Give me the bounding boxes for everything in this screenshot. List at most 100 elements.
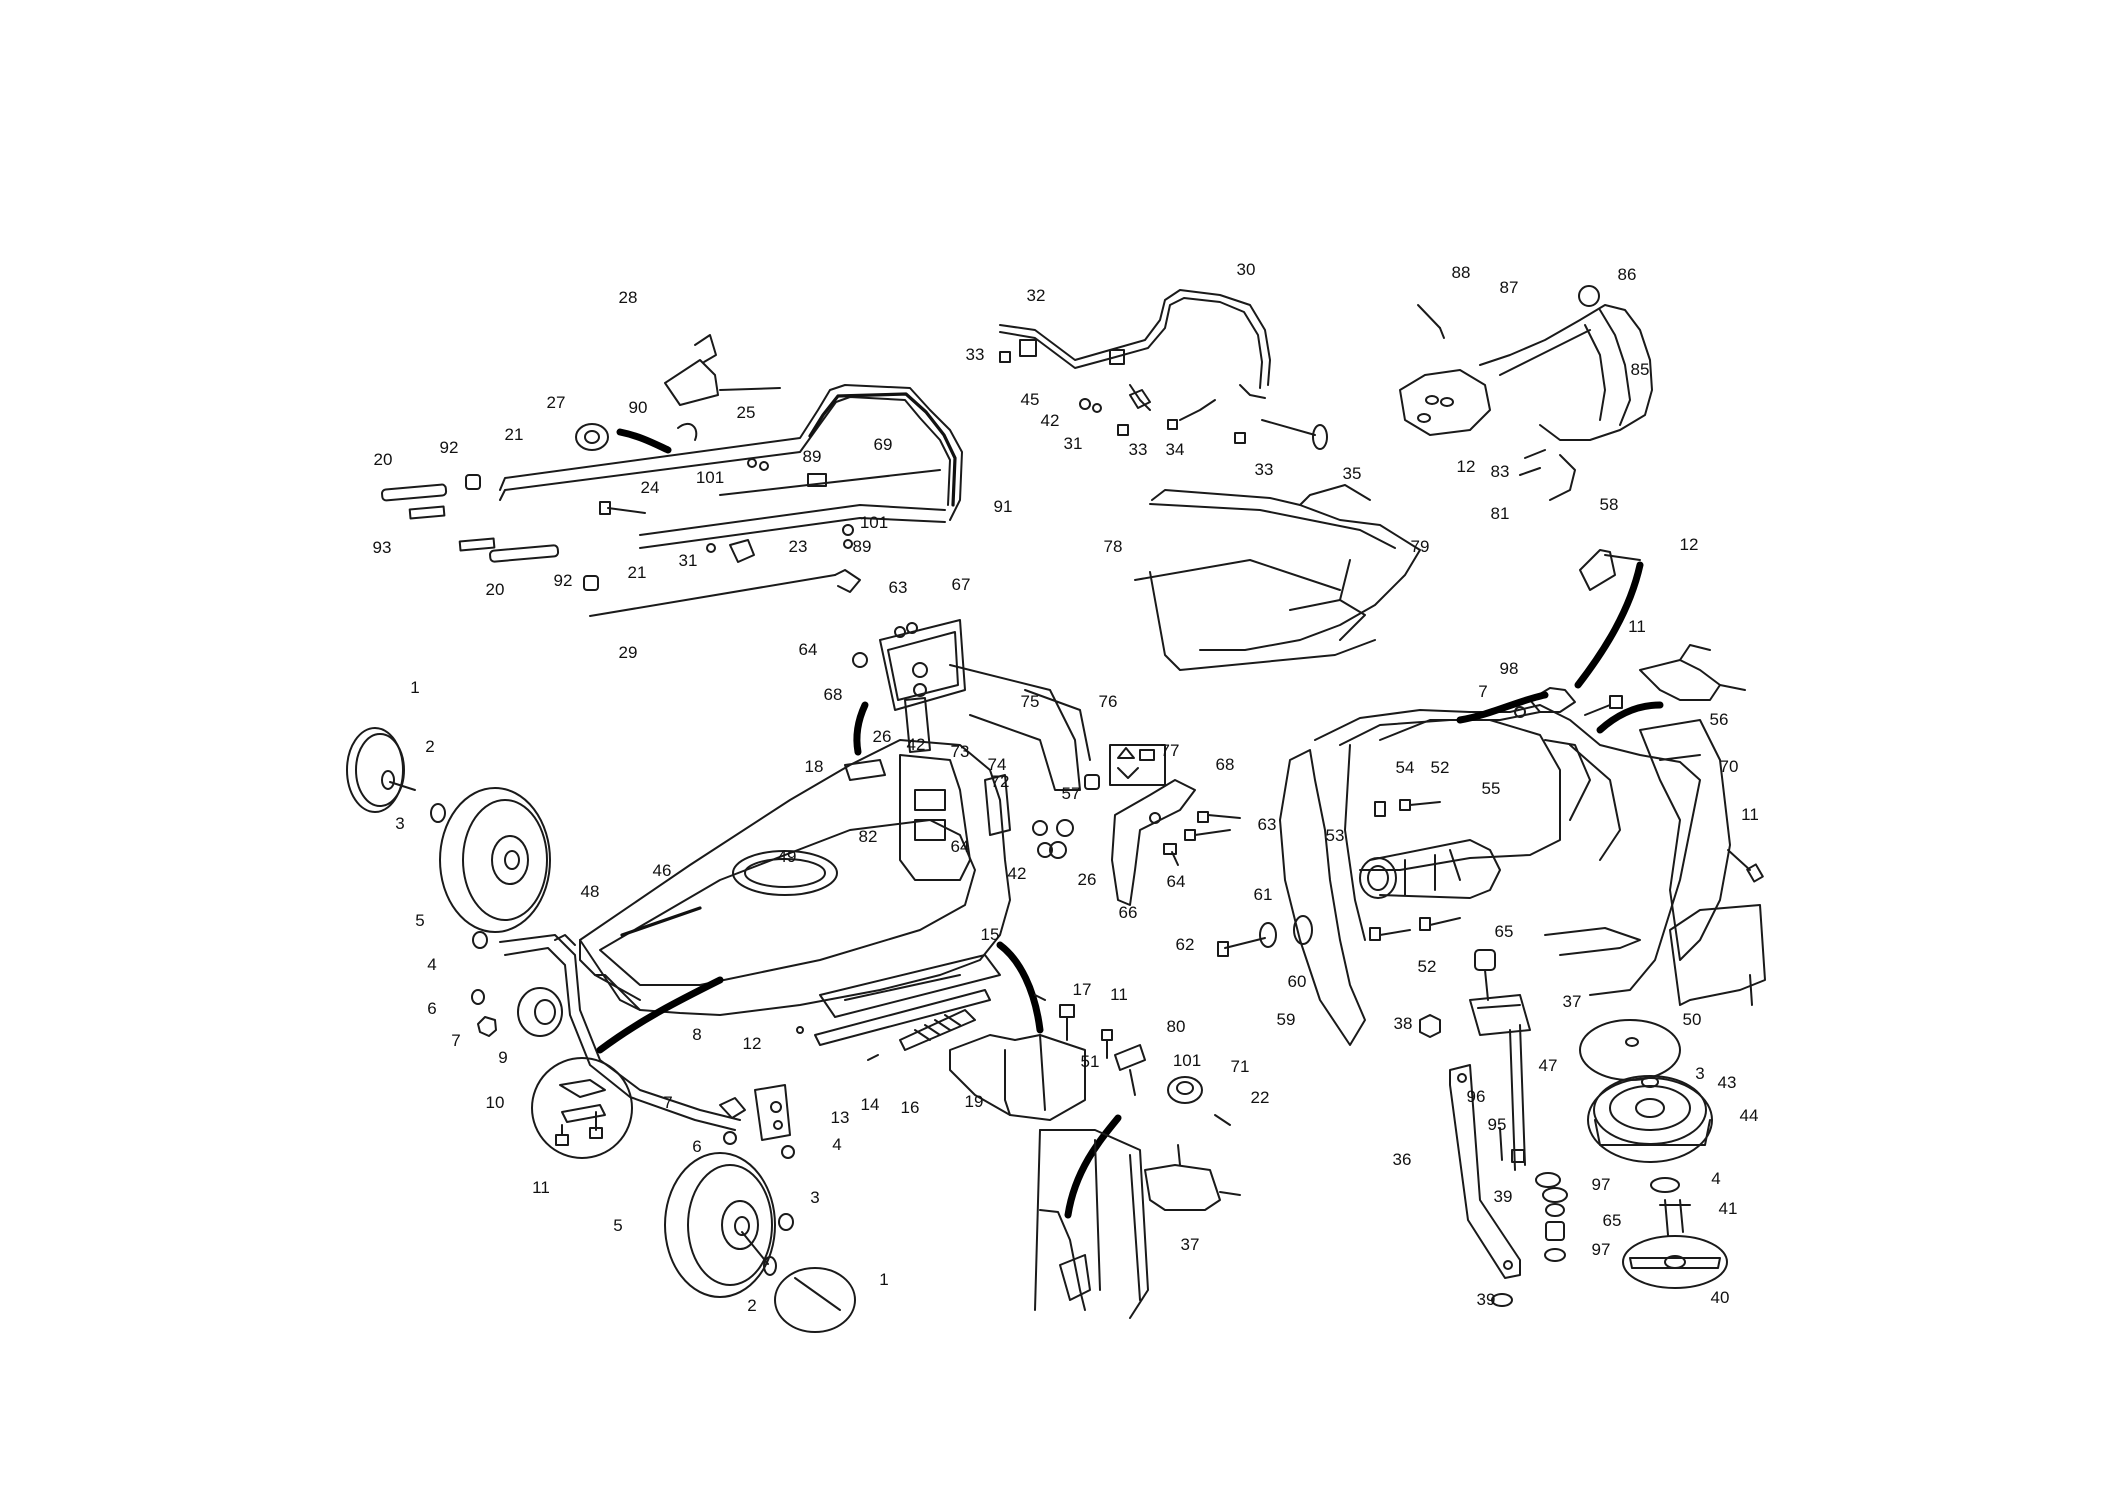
callout-label: 2 [747, 1296, 756, 1315]
callout-label: 96 [1467, 1087, 1486, 1106]
callout-label: 34 [1166, 440, 1185, 459]
callout-label: 52 [1418, 957, 1437, 976]
callout-label: 51 [1081, 1052, 1100, 1071]
callout-label: 20 [374, 450, 393, 469]
callout-label: 36 [1393, 1150, 1412, 1169]
callout-label: 12 [743, 1034, 762, 1053]
callout-label: 39 [1494, 1187, 1513, 1206]
callout-label: 60 [1288, 972, 1307, 991]
callout-label: 33 [966, 345, 985, 364]
callout-label: 68 [824, 685, 843, 704]
callout-label: 33 [1129, 440, 1148, 459]
callout-label: 77 [1161, 741, 1180, 760]
callout-label: 35 [1343, 464, 1362, 483]
mower-deck [579, 739, 1011, 1018]
callout-label: 4 [832, 1135, 841, 1154]
callout-label: 2 [425, 737, 434, 756]
callout-label: 81 [1491, 504, 1510, 523]
callout-label: 47 [1539, 1056, 1558, 1075]
handle-mount-bracket [852, 619, 1241, 906]
callout-label: 91 [994, 497, 1013, 516]
callout-label: 70 [1720, 757, 1739, 776]
callout-label: 11 [1110, 985, 1128, 1004]
callout-label: 73 [951, 742, 970, 761]
handle-assembly [381, 334, 963, 617]
callout-label: 57 [1062, 784, 1081, 803]
callout-label: 1 [410, 678, 419, 697]
callout-label: 101 [696, 468, 724, 487]
callout-label: 5 [415, 911, 424, 930]
callout-label: 8 [692, 1025, 701, 1044]
bail-assembly [999, 289, 1328, 450]
callout-label: 44 [1740, 1106, 1759, 1125]
callout-label: 21 [628, 563, 647, 582]
callout-label: 65 [1603, 1211, 1622, 1230]
callout-label: 87 [1500, 278, 1519, 297]
callout-label: 13 [831, 1108, 850, 1127]
callout-label: 17 [1073, 980, 1092, 999]
callout-label: 80 [1167, 1017, 1186, 1036]
callout-label: 20 [486, 580, 505, 599]
callout-label: 54 [1396, 758, 1415, 777]
callout-label: 11 [1628, 617, 1646, 636]
callout-label: 24 [641, 478, 660, 497]
callout-label: 33 [1255, 460, 1274, 479]
callout-label: 101 [860, 513, 888, 532]
callout-label: 7 [663, 1093, 672, 1112]
callout-label: 55 [1482, 779, 1501, 798]
callout-label: 50 [1683, 1010, 1702, 1029]
callout-label: 98 [1500, 659, 1519, 678]
wheels-and-axle [346, 701, 869, 1333]
callout-label: 58 [1600, 495, 1619, 514]
callout-label: 53 [1326, 826, 1345, 845]
callout-label: 12 [1457, 457, 1476, 476]
callout-label: 65 [1495, 922, 1514, 941]
callout-label: 63 [889, 578, 908, 597]
callout-label: 45 [1021, 390, 1040, 409]
callout-label: 86 [1618, 265, 1637, 284]
callout-label: 75 [1021, 692, 1040, 711]
rear-deck-housing [1217, 549, 1766, 1046]
callout-label: 82 [859, 827, 878, 846]
callout-label: 59 [1277, 1010, 1296, 1029]
callout-label: 101 [1173, 1051, 1201, 1070]
callout-label: 64 [1167, 872, 1186, 891]
callout-label: 37 [1563, 992, 1582, 1011]
callout-label: 40 [1711, 1288, 1730, 1307]
callout-label: 10 [486, 1093, 505, 1112]
callout-label: 61 [1254, 885, 1273, 904]
callout-label: 6 [427, 999, 436, 1018]
callout-label: 30 [1237, 260, 1256, 279]
callout-label: 19 [965, 1092, 984, 1111]
callout-label: 16 [901, 1098, 920, 1117]
callout-label: 72 [991, 772, 1010, 791]
callout-label: 14 [861, 1095, 880, 1114]
callout-label: 92 [440, 438, 459, 457]
callout-label: 93 [373, 538, 392, 557]
center-motor-assembly [1034, 1076, 1241, 1319]
callout-label: 78 [1104, 537, 1123, 556]
callout-label: 25 [737, 403, 756, 422]
callout-label: 67 [952, 575, 971, 594]
callout-label: 42 [1008, 864, 1027, 883]
callout-label: 43 [1718, 1073, 1737, 1092]
callout-label: 3 [1695, 1064, 1704, 1083]
callout-label: 89 [803, 447, 822, 466]
callout-label: 32 [1027, 286, 1046, 305]
callout-label: 85 [1631, 360, 1650, 379]
callout-label: 11 [1741, 805, 1759, 824]
callout-label: 28 [619, 288, 638, 307]
callout-label: 83 [1491, 462, 1510, 481]
callout-label: 9 [498, 1048, 507, 1067]
callout-label: 1 [879, 1270, 888, 1289]
callout-label: 49 [778, 847, 797, 866]
callout-label: 3 [395, 814, 404, 833]
callout-label: 46 [653, 861, 672, 880]
callout-label: 69 [874, 435, 893, 454]
callout-label: 18 [805, 757, 824, 776]
rear-discharge-guard [1399, 285, 1653, 501]
callout-label: 88 [1452, 263, 1471, 282]
callout-label: 26 [873, 727, 892, 746]
